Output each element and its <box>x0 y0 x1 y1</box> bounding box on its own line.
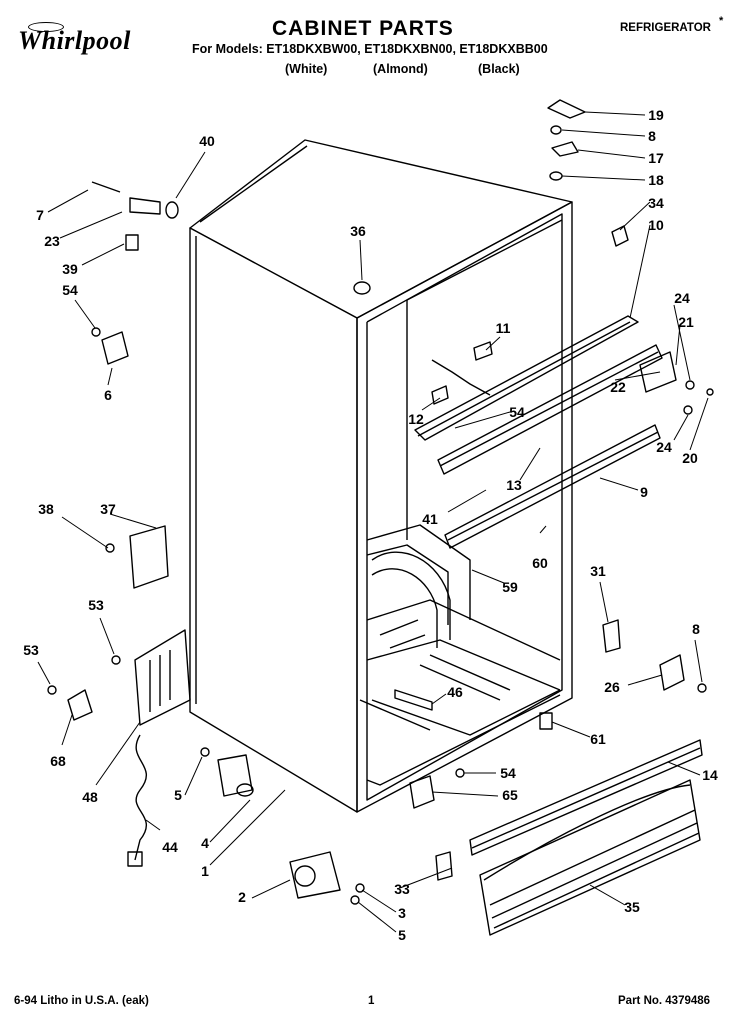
brand-logo: Whirlpool <box>18 26 131 55</box>
leader-lines <box>37 111 709 933</box>
callout-label: 68 <box>50 753 66 769</box>
lower-rail <box>444 424 661 549</box>
callout-label: 21 <box>678 314 694 330</box>
callout-label: 61 <box>590 731 606 747</box>
product-category: REFRIGERATOR <box>620 22 711 34</box>
color-black: (Black) <box>478 62 520 76</box>
base-grille <box>479 779 701 936</box>
callout-label: 37 <box>100 501 116 517</box>
callout-label: 53 <box>23 642 39 658</box>
callout-label: 19 <box>648 107 664 123</box>
print-info: 6-94 Litho in U.S.A. (eak) <box>14 995 149 1007</box>
model-list: For Models: ET18DKXBW00, ET18DKXBN00, ET… <box>192 42 548 56</box>
callout-label: 54 <box>500 765 516 781</box>
callout-label: 24 <box>674 290 690 306</box>
brand-logo-swoosh <box>28 22 64 32</box>
callout-label: 13 <box>506 477 522 493</box>
callout-label: 4 <box>201 835 209 851</box>
callout-label: 31 <box>590 563 606 579</box>
callout-label: 10 <box>648 217 664 233</box>
callout-label: 6 <box>104 387 112 403</box>
callout-label: 36 <box>350 223 366 239</box>
callout-label: 3 <box>398 905 406 921</box>
power-cord <box>134 734 147 861</box>
callout-label: 22 <box>610 379 626 395</box>
callout-label: 33 <box>394 881 410 897</box>
callout-label: 26 <box>604 679 620 695</box>
callout-label: 41 <box>422 511 438 527</box>
callout-label: 38 <box>38 501 54 517</box>
page-number: 1 <box>368 995 375 1007</box>
callout-label: 35 <box>624 899 640 915</box>
callout-label: 34 <box>648 195 664 211</box>
color-white: (White) <box>285 62 328 76</box>
callout-label: 9 <box>640 484 648 500</box>
diagram-title: CABINET PARTS <box>272 17 454 40</box>
callout-label: 24 <box>656 439 672 455</box>
callout-label: 12 <box>408 411 424 427</box>
callout-label: 65 <box>502 787 518 803</box>
callout-label: 53 <box>88 597 104 613</box>
callout-label: 2 <box>238 889 246 905</box>
shelf-rail <box>414 315 639 441</box>
callout-label: 1 <box>201 863 209 879</box>
callout-label: 18 <box>648 172 664 188</box>
callout-label: 54 <box>509 404 525 420</box>
color-almond: (Almond) <box>373 62 428 76</box>
callout-label: 23 <box>44 233 60 249</box>
callout-label: 44 <box>162 839 178 855</box>
callout-label: 48 <box>82 789 98 805</box>
callout-label: 60 <box>532 555 548 571</box>
callout-label: 7 <box>36 207 44 223</box>
callout-label: 14 <box>702 767 718 783</box>
control-box <box>134 629 191 726</box>
callout-label: 8 <box>648 128 656 144</box>
callout-label: 11 <box>496 320 511 336</box>
cabinet-left-side <box>189 227 358 813</box>
callout-label: 20 <box>682 450 698 466</box>
cabinet-front-frame <box>356 201 573 813</box>
callout-label: 5 <box>398 927 406 943</box>
asterisk-mark: * <box>719 15 724 27</box>
callout-label: 17 <box>648 150 664 166</box>
callout-label: 54 <box>62 282 78 298</box>
callout-label: 40 <box>199 133 215 149</box>
callout-label: 5 <box>174 787 182 803</box>
callout-label: 8 <box>692 621 700 637</box>
crossbar-rail <box>437 344 663 475</box>
callout-label: 46 <box>447 684 463 700</box>
callout-label: 59 <box>502 579 518 595</box>
callout-label: 39 <box>62 261 78 277</box>
grille-panel <box>469 739 703 856</box>
part-number: Part No. 4379486 <box>618 995 711 1007</box>
